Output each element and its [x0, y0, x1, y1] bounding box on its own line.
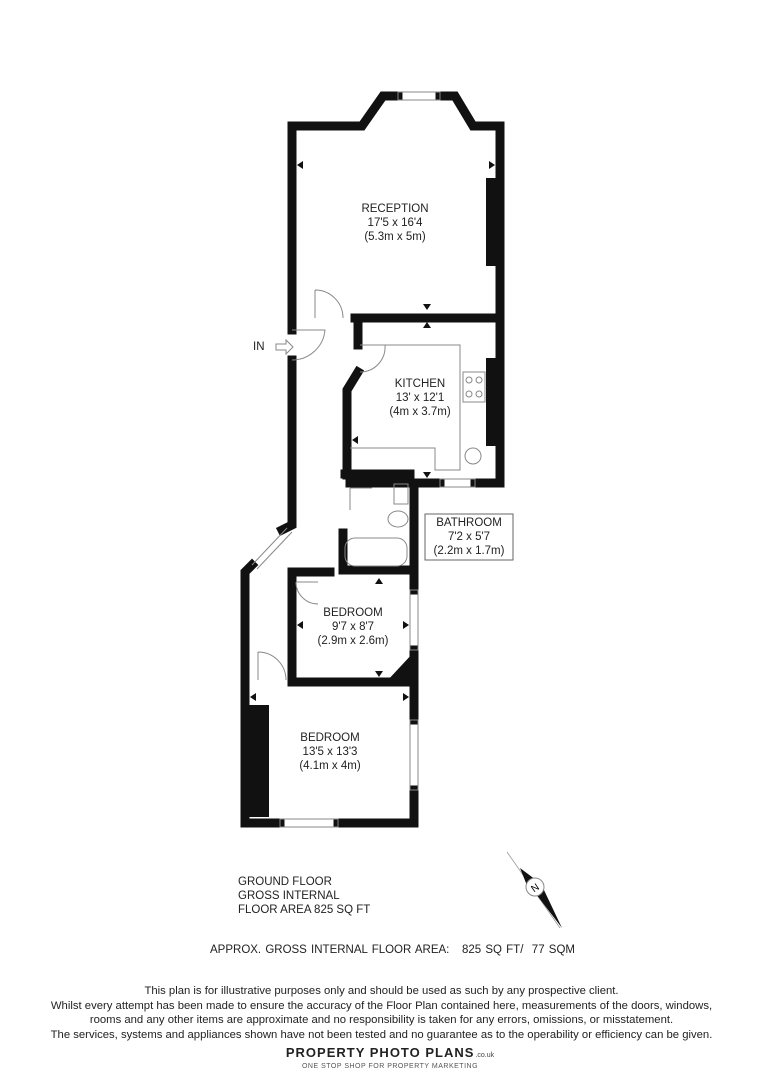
floor-info-line: GROSS INTERNAL [238, 890, 340, 902]
room-name: RECEPTION [361, 203, 429, 215]
logo-tagline: ONE STOP SHOP FOR PROPERTY MARKETING [301, 1063, 479, 1070]
room-label-bedroom-2: BEDROOM 13'5 x 13'3 (4.1m x 4m) [285, 731, 375, 773]
room-name: BEDROOM [323, 607, 383, 619]
doors [257, 289, 486, 681]
disclaimer: This plan is for illustrative purposes o… [0, 984, 763, 1042]
floor-info-line: FLOOR AREA 825 SQ FT [238, 904, 371, 916]
room-dimensions-imperial: 13' x 12'1 [395, 392, 445, 404]
room-dimensions-metric: (2.9m x 2.6m) [317, 635, 389, 647]
room-name: BEDROOM [300, 732, 360, 744]
bedroom-left-wall [240, 558, 285, 828]
room-dimensions-metric: (5.3m x 5m) [364, 231, 426, 243]
logo-domain: .co.uk [475, 1052, 495, 1059]
disclaimer-line: Whilst every attempt has been made to en… [50, 999, 713, 1012]
room-dimensions-imperial: 13'5 x 13'3 [302, 746, 358, 758]
room-label-kitchen: KITCHEN 13' x 12'1 (4m x 3.7m) [375, 377, 465, 419]
room-label-bathroom: BATHROOM 7'2 x 5'7 (2.2m x 1.7m) [425, 516, 513, 558]
company-logo: PROPERTY PHOTO PLANS.co.uk ONE STOP SHOP… [260, 1044, 520, 1071]
room-dimensions-metric: (4m x 3.7m) [389, 406, 451, 418]
room-label-bedroom-1: BEDROOM 9'7 x 8'7 (2.9m x 2.6m) [308, 606, 398, 648]
floor-info-line: GROUND FLOOR [238, 876, 332, 888]
disclaimer-line: This plan is for illustrative purposes o… [144, 985, 619, 997]
room-dimensions-imperial: 9'7 x 8'7 [331, 621, 375, 633]
room-name: BATHROOM [436, 517, 502, 529]
windows [251, 91, 476, 828]
disclaimer-line: rooms and any other items are approximat… [89, 1014, 674, 1026]
dimension-arrows [250, 161, 495, 701]
room-label-reception: RECEPTION 17'5 x 16'4 (5.3m x 5m) [350, 202, 440, 244]
walls [240, 91, 505, 828]
logo-name: PROPERTY PHOTO PLANS [285, 1045, 475, 1060]
room-dimensions-metric: (2.2m x 1.7m) [433, 545, 505, 557]
entrance-label: IN [253, 341, 265, 353]
compass-north-icon: N [506, 851, 562, 929]
approx-area: APPROX. GROSS INTERNAL FLOOR AREA: 825 S… [210, 944, 575, 956]
room-dimensions-metric: (4.1m x 4m) [299, 760, 361, 772]
room-name: KITCHEN [394, 378, 446, 390]
hall-left-wall [275, 355, 297, 537]
bathroom-label-box [424, 513, 514, 561]
room-dimensions-imperial: 7'2 x 5'7 [447, 531, 491, 543]
disclaimer-line: The services, systems and appliances sho… [50, 1028, 713, 1041]
floor-info: GROUND FLOOR GROSS INTERNAL FLOOR AREA 8… [238, 875, 370, 917]
room-dimensions-imperial: 17'5 x 16'4 [367, 217, 423, 229]
reception-walls [287, 91, 403, 335]
